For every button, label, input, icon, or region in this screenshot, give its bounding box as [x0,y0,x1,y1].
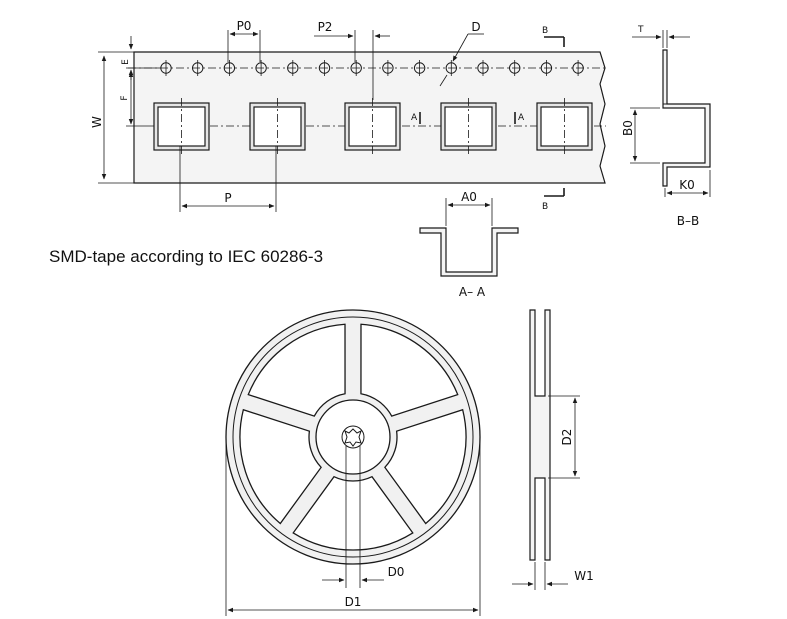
label-a0: A0 [461,190,477,204]
label-p: P [224,191,231,205]
sprocket-hole [509,60,521,76]
sprocket-hole [350,60,362,76]
section-a-right: A [518,113,525,123]
sprocket-hole [445,60,457,76]
sprocket-hole [382,60,394,76]
label-d: D [471,20,480,34]
section-b-markers: B B [542,26,565,212]
sprocket-hole [572,60,584,76]
dim-d0: D0 [322,446,404,588]
sprocket-hole [318,60,331,76]
label-p0: P0 [237,19,252,33]
label-d1: D1 [345,595,362,609]
dim-w: W [90,51,134,184]
dim-b0: B0 [621,107,660,164]
sprocket-holes [160,60,584,76]
reel-spindle-hole [341,425,365,449]
reel-rim [232,316,474,558]
label-k0: K0 [679,178,695,192]
dim-t: T [632,25,690,48]
pocket [440,98,497,155]
tape-top-view: W E F P0 P2 [90,19,606,212]
section-a-markers: A A [411,112,525,124]
reel-hub [315,399,391,475]
drawing-caption: SMD-tape according to IEC 60286-3 [49,247,323,266]
dim-w1: W1 [512,562,594,590]
label-f: F [120,95,130,100]
reel-window [239,408,322,525]
section-bb-title: B–B [677,214,699,228]
section-bb-profile [662,49,711,187]
label-e: E [121,59,131,65]
sprocket-hole [192,60,204,76]
dim-d2: D2 [548,395,580,479]
sprocket-hole [287,60,299,76]
sprocket-hole [477,60,489,76]
reel-drive-key [344,428,362,447]
dim-p: P [179,146,277,212]
sprocket-hole [540,60,553,76]
label-b0: B0 [621,120,635,136]
pocket [153,98,210,155]
reel-window [360,323,459,417]
dim-d: D [439,20,484,87]
pocket [344,98,401,155]
label-w: W [90,116,104,128]
dim-k0: K0 [664,170,711,197]
section-bb-view: T B0 K0 B–B [621,25,711,228]
dim-d1: D1 [225,437,481,616]
sprocket-hole [413,60,426,76]
dim-p2: P2 [314,20,390,100]
label-d2: D2 [560,429,574,446]
pocket [536,98,593,155]
dim-f: F [120,71,146,127]
section-a-left: A [411,113,418,123]
reel-windows [239,323,467,551]
reel-window [384,408,467,525]
reel-front-view: D0 D1 [225,309,481,616]
section-b-bottom: B [542,202,548,212]
dim-a0: A0 [445,190,493,226]
section-aa-view: A0 A– A [419,190,519,299]
sprocket-hole [255,60,267,76]
label-d0: D0 [388,565,405,579]
label-p2: P2 [318,20,333,34]
sprocket-hole [223,60,236,76]
sprocket-hole [160,60,172,76]
reel-window [247,323,346,417]
section-aa-profile [419,227,519,277]
label-t: T [637,25,644,35]
section-b-top: B [542,26,548,36]
component-pockets [153,98,593,155]
dim-p0: P0 [227,19,261,62]
label-w1: W1 [574,569,594,583]
pocket [249,98,306,155]
section-aa-title: A– A [459,285,486,299]
reel-side-profile [529,309,551,561]
reel-window [292,475,414,551]
reel-side-view: D2 W1 [512,309,594,590]
